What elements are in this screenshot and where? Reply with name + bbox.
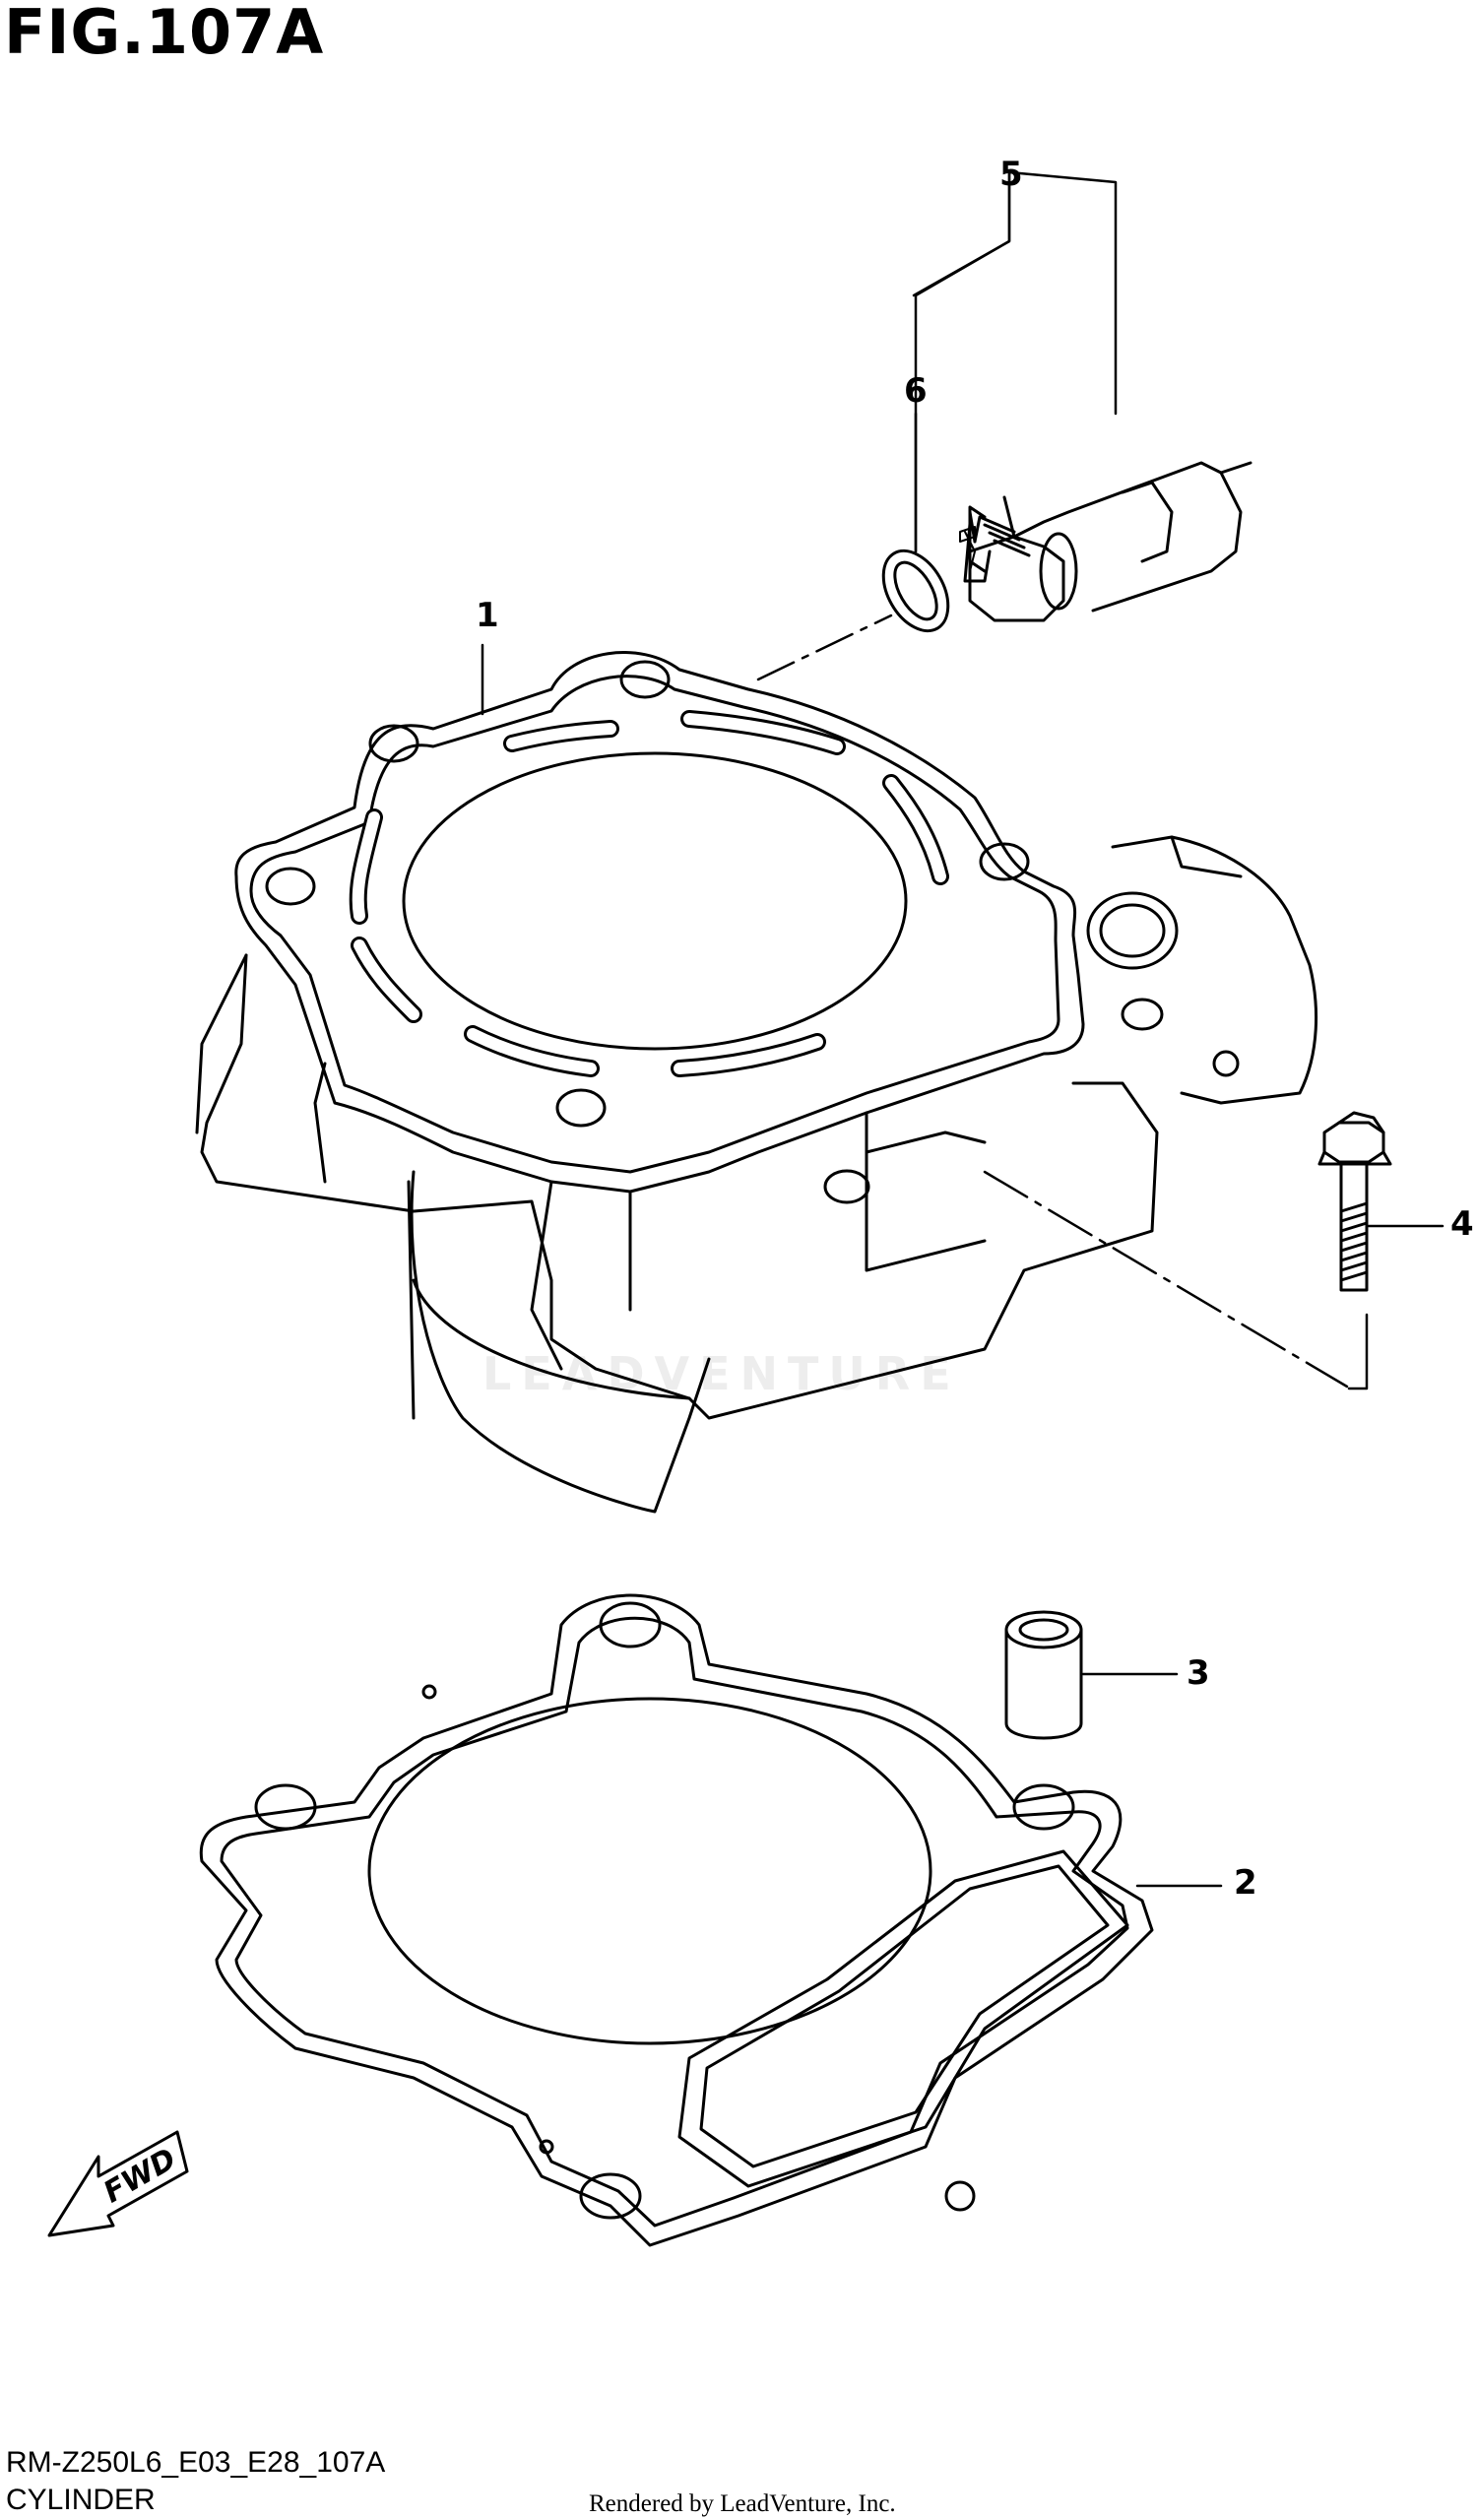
diagram-name: CYLINDER — [6, 2484, 156, 2516]
callout-5: 5 — [999, 155, 1023, 194]
leader-lines — [481, 170, 1445, 1888]
gasket-part — [199, 1593, 1154, 2247]
cylinder-part — [195, 651, 1318, 1514]
sensor-probe — [959, 526, 976, 543]
temperature-sensor-part — [963, 461, 1252, 622]
watermark-text: LEADVENTURE — [482, 1347, 961, 1400]
callout-3: 3 — [1187, 1653, 1210, 1693]
fwd-arrow — [47, 2130, 189, 2237]
render-credit: Rendered by LeadVenture, Inc. — [589, 2490, 896, 2517]
dowel-part — [1004, 1610, 1083, 1740]
figure-title: FIG.107A — [4, 0, 325, 68]
callout-4: 4 — [1450, 1204, 1474, 1244]
diagram-code: RM-Z250L6_E03_E28_107A — [6, 2446, 386, 2479]
bolt-part — [1317, 1111, 1392, 1292]
washer-part — [881, 549, 950, 633]
callout-1: 1 — [476, 596, 499, 635]
callout-2: 2 — [1234, 1863, 1257, 1903]
callout-6: 6 — [904, 371, 928, 411]
